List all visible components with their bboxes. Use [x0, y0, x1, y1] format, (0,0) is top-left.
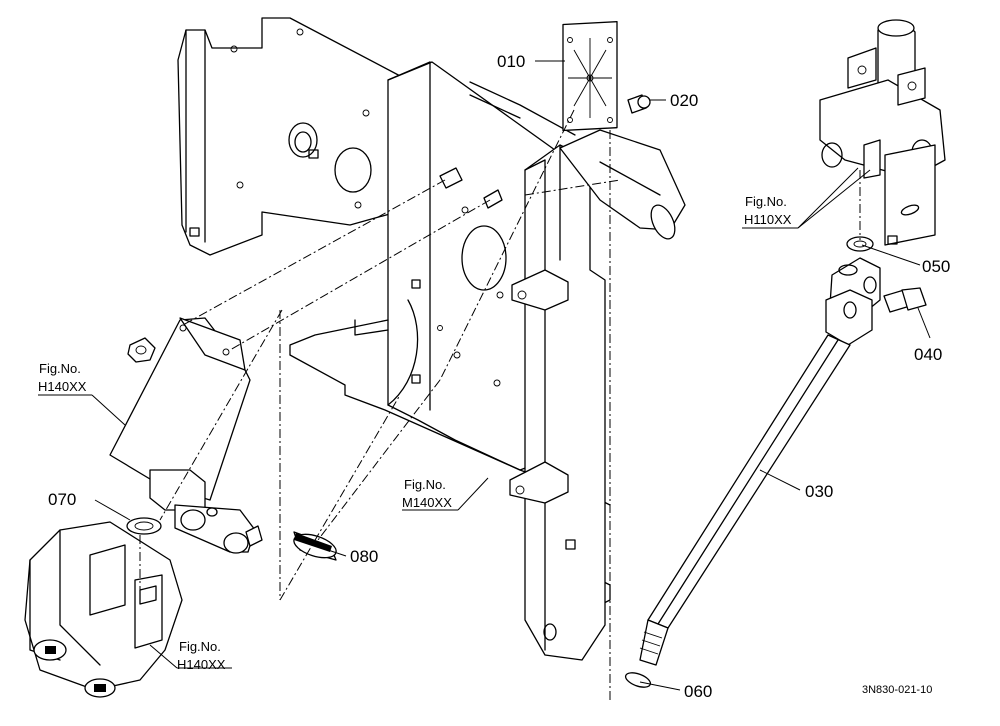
fig-ref-h140-lower-line2: H140XX — [177, 657, 226, 672]
callout-070: 070 — [48, 490, 76, 509]
fig-ref-h110-line1: Fig.No. — [745, 194, 787, 209]
fig-ref-m140-line2: M140XX — [402, 495, 452, 510]
fig-ref-h140-lower-line1: Fig.No. — [179, 639, 221, 654]
part-060-snap-ring — [624, 672, 652, 688]
steering-column-support-panel — [387, 61, 561, 471]
vertical-pillar-bracket — [509, 144, 606, 661]
callout-060: 060 — [684, 682, 712, 701]
flange-nut — [127, 337, 156, 363]
fig-ref-h140-upper-line2: H140XX — [38, 379, 87, 394]
power-steering-unit — [24, 521, 183, 698]
pivot-shaft-housing — [469, 81, 686, 240]
assembly-center-lines — [139, 109, 861, 700]
part-010-grommet-plate — [562, 21, 618, 132]
leader-lines — [38, 60, 931, 691]
callout-030: 030 — [805, 482, 833, 501]
fig-ref-h110-line2: H110XX — [744, 212, 792, 227]
callout-080: 080 — [350, 547, 378, 566]
pin-bolt — [245, 525, 263, 547]
part-080-grommet — [293, 531, 337, 561]
figure-references: Fig.No. H110XX Fig.No. H140XX Fig.No. M1… — [38, 194, 792, 672]
part-030-steering-shaft — [639, 334, 851, 666]
part-040-bolt — [883, 287, 927, 313]
callout-050: 050 — [922, 257, 950, 276]
part-020-screw — [627, 94, 651, 114]
callout-labels: 010 020 050 040 030 060 070 080 — [48, 52, 950, 701]
callout-040: 040 — [914, 345, 942, 364]
steering-column-head-assembly — [819, 19, 946, 246]
universal-joint — [825, 257, 881, 346]
drawing-code: 3N830-021-10 — [862, 684, 932, 696]
fig-ref-m140-line1: Fig.No. — [404, 477, 446, 492]
fig-ref-h140-upper-line1: Fig.No. — [39, 361, 81, 376]
callout-020: 020 — [670, 91, 698, 110]
part-050-washer — [846, 236, 874, 252]
rear-frame-plate — [177, 17, 405, 256]
callout-010: 010 — [497, 52, 525, 71]
pedal-support-bracket — [109, 317, 256, 554]
part-070-seal — [126, 517, 162, 535]
